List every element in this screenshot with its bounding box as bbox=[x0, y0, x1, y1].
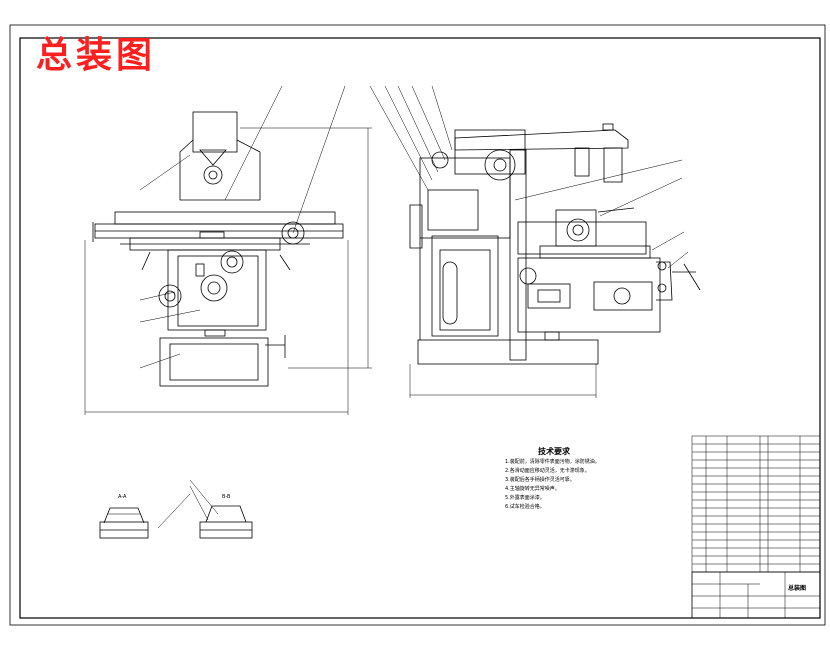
technical-requirement: 3.装配后各手柄操作灵活可靠。 bbox=[505, 477, 575, 483]
outer-border bbox=[9, 24, 826, 626]
title-block-name: 总装图 bbox=[788, 585, 807, 592]
front-view bbox=[84, 85, 372, 415]
technical-requirements-list: 1.装配前，清除零件表面污物，涂防锈油。 2.各滑动面应移动灵活，无卡滞现象。 … bbox=[505, 458, 623, 512]
section-label-a: A-A bbox=[118, 494, 127, 500]
drawing-title: 总装图 bbox=[36, 35, 157, 76]
parts-list bbox=[691, 435, 821, 573]
title-block bbox=[691, 571, 821, 619]
technical-requirement: 2.各滑动面应移动灵活，无卡滞现象。 bbox=[505, 468, 590, 474]
section-b-b bbox=[157, 479, 253, 539]
technical-requirements-title: 技术要求 bbox=[538, 447, 570, 456]
inner-border bbox=[19, 37, 821, 619]
technical-requirement: 5.外露表面涂漆。 bbox=[505, 495, 545, 501]
section-label-b: B-B bbox=[222, 494, 231, 500]
technical-requirement: 4.主轴旋转无异常噪声。 bbox=[505, 486, 560, 492]
section-a-a bbox=[99, 507, 149, 539]
technical-requirement: 6.试车检验合格。 bbox=[505, 504, 545, 510]
side-view bbox=[369, 85, 701, 398]
technical-requirement: 1.装配前，清除零件表面污物，涂防锈油。 bbox=[505, 459, 600, 465]
